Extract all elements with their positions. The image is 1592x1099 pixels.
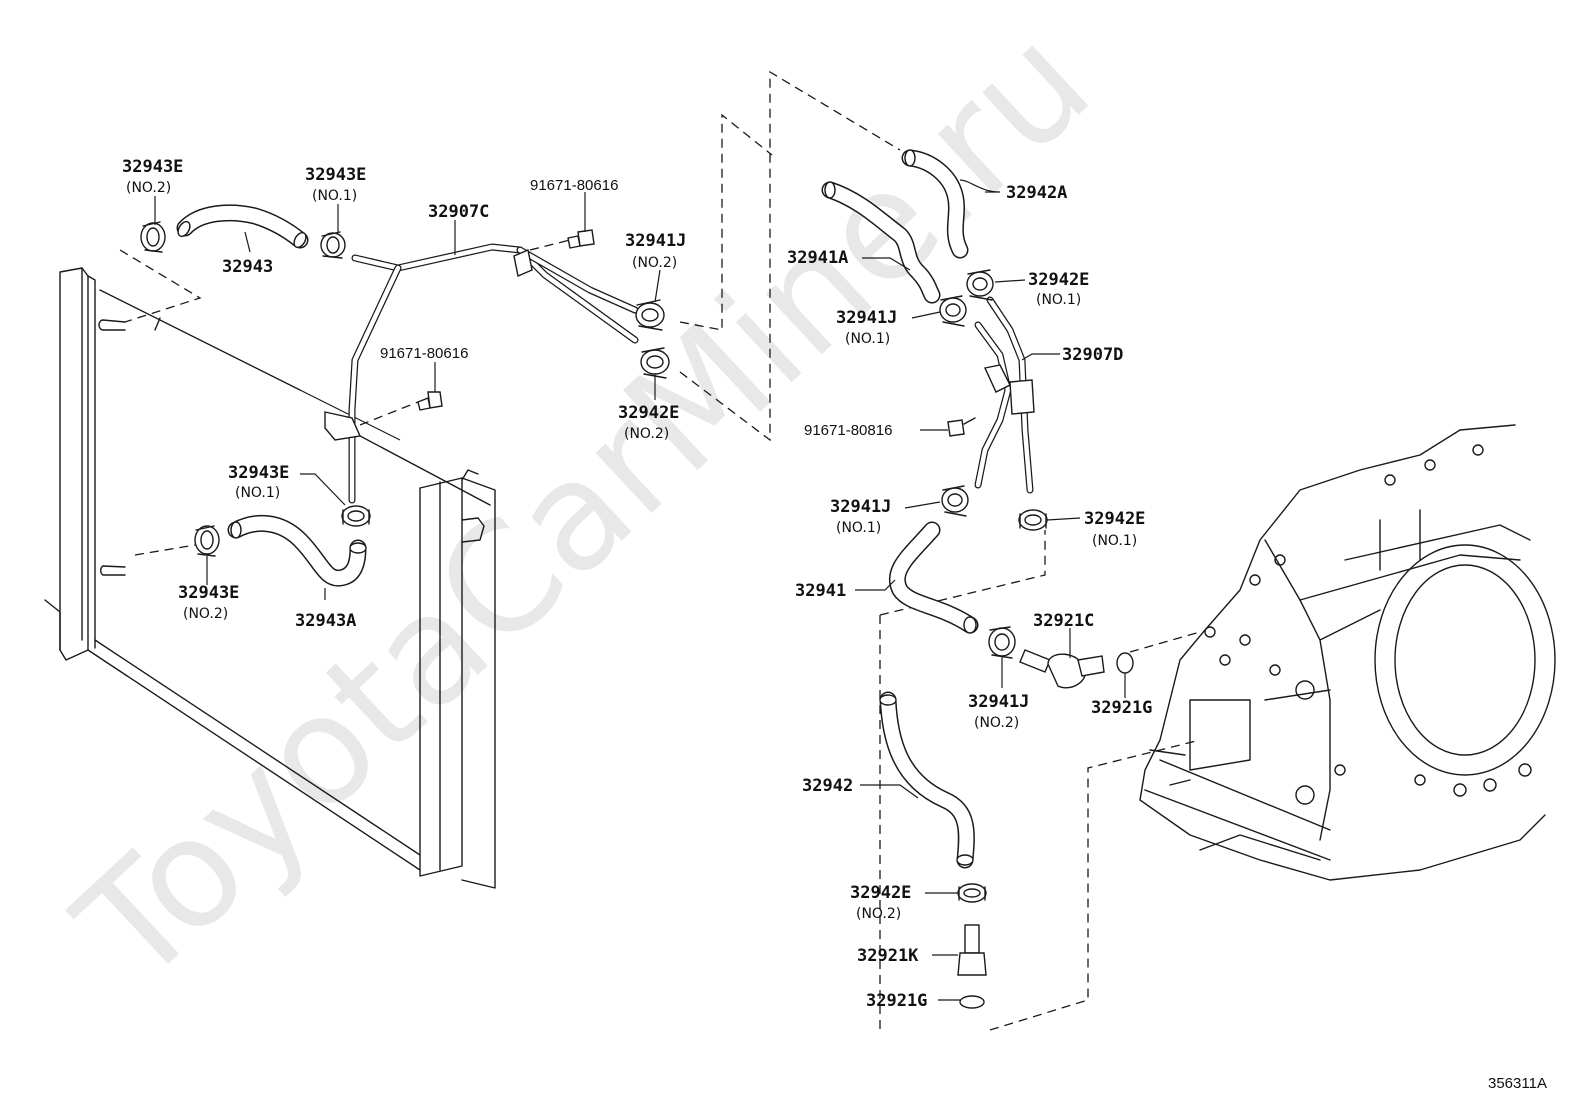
label-32942E-no1-top[interactable]: 32942E: [1028, 270, 1089, 290]
label-32942E-no1-mid[interactable]: 32942E: [1084, 509, 1145, 529]
label-91671-80816[interactable]: 91671-80816: [804, 422, 892, 439]
bolt-91671-80616-a: [567, 229, 595, 249]
pipe-32907C: [324, 243, 639, 504]
label-32941J-no1-mid-sub: (NO.1): [836, 520, 881, 536]
label-32921G-a[interactable]: 32921G: [1091, 698, 1152, 718]
hose-32941A: [821, 181, 941, 304]
label-32943[interactable]: 32943: [222, 257, 273, 277]
transaxle-housing: [1139, 424, 1556, 881]
label-32943E-no1-top-sub: (NO.1): [312, 188, 357, 204]
hose-32942: [879, 691, 975, 869]
figure-code: 356311A: [1488, 1075, 1547, 1092]
label-32942[interactable]: 32942: [802, 776, 853, 796]
label-32907C[interactable]: 32907C: [428, 202, 489, 222]
label-32943E-no1-top[interactable]: 32943E: [305, 165, 366, 185]
label-32942A[interactable]: 32942A: [1006, 183, 1067, 203]
label-32942E-no2-bot-sub: (NO.2): [856, 906, 901, 922]
label-32941[interactable]: 32941: [795, 581, 846, 601]
leader-lines: [154, 179, 1126, 1001]
clamp-32943E-no2-bot: [194, 525, 220, 557]
bolt-91671-80816: [947, 417, 976, 437]
label-32942E-no2-mid-sub: (NO.2): [624, 426, 669, 442]
label-32942E-no2-bot[interactable]: 32942E: [850, 883, 911, 903]
clamp-32943E-no1-top: [320, 231, 346, 259]
label-32943E-no2-top-sub: (NO.2): [126, 180, 171, 196]
hose-32943A: [227, 514, 367, 587]
label-32942E-no1-top-sub: (NO.1): [1036, 292, 1081, 308]
label-32921G-b[interactable]: 32921G: [866, 991, 927, 1011]
part-labels: 32943E (NO.2) 32943E (NO.1) 32943 32907C…: [122, 157, 1547, 1092]
clamp-32941J-no1-mid: [941, 485, 969, 517]
label-32921C[interactable]: 32921C: [1033, 611, 1094, 631]
hose-32942A: [901, 149, 969, 259]
hose-32941: [888, 521, 979, 634]
clamp-32943E-no2-top: [140, 221, 166, 253]
label-32943E-no2-bot[interactable]: 32943E: [178, 583, 239, 603]
pipe-32907D: [974, 296, 1035, 494]
connector-32921K: [957, 924, 987, 1009]
label-32942E-no1-mid-sub: (NO.1): [1092, 533, 1137, 549]
label-32941J-no1-top[interactable]: 32941J: [836, 308, 897, 328]
label-91671-80616-a[interactable]: 91671-80616: [530, 177, 618, 194]
label-32941J-no1-mid[interactable]: 32941J: [830, 497, 891, 517]
clamp-32942E-no2-bot: [957, 883, 987, 903]
label-32943E-no1-mid[interactable]: 32943E: [228, 463, 289, 483]
clamp-32941J-no2-top: [635, 299, 665, 331]
label-32941J-no2-top[interactable]: 32941J: [625, 231, 686, 251]
label-32921K[interactable]: 32921K: [857, 946, 919, 966]
label-32943E-no2-top[interactable]: 32943E: [122, 157, 183, 177]
label-32941J-no2-bot[interactable]: 32941J: [968, 692, 1029, 712]
label-32907D[interactable]: 32907D: [1062, 345, 1123, 365]
label-32943E-no1-mid-sub: (NO.1): [235, 485, 280, 501]
label-32942E-no2-mid[interactable]: 32942E: [618, 403, 679, 423]
label-32941J-no1-top-sub: (NO.1): [845, 331, 890, 347]
clamp-32942E-no2-mid: [640, 347, 670, 379]
clamp-32941J-no2-bot: [988, 626, 1016, 659]
clamp-32942E-no1-mid: [1018, 509, 1048, 531]
dashed-leaders: [119, 70, 1201, 1031]
clamp-32942E-no1-top: [966, 269, 994, 301]
label-32941A[interactable]: 32941A: [787, 248, 848, 268]
label-32943A[interactable]: 32943A: [295, 611, 356, 631]
label-32941J-no2-top-sub: (NO.2): [632, 255, 677, 271]
bolt-91671-80616-b: [417, 391, 443, 411]
label-32941J-no2-bot-sub: (NO.2): [974, 715, 1019, 731]
union-32921C: [1019, 649, 1134, 689]
label-32943E-no2-bot-sub: (NO.2): [183, 606, 228, 622]
label-91671-80616-b[interactable]: 91671-80616: [380, 345, 468, 362]
hose-32943: [176, 204, 309, 249]
clamp-32941J-no1-top: [939, 295, 967, 327]
clamp-32943E-no1-mid: [341, 505, 371, 527]
